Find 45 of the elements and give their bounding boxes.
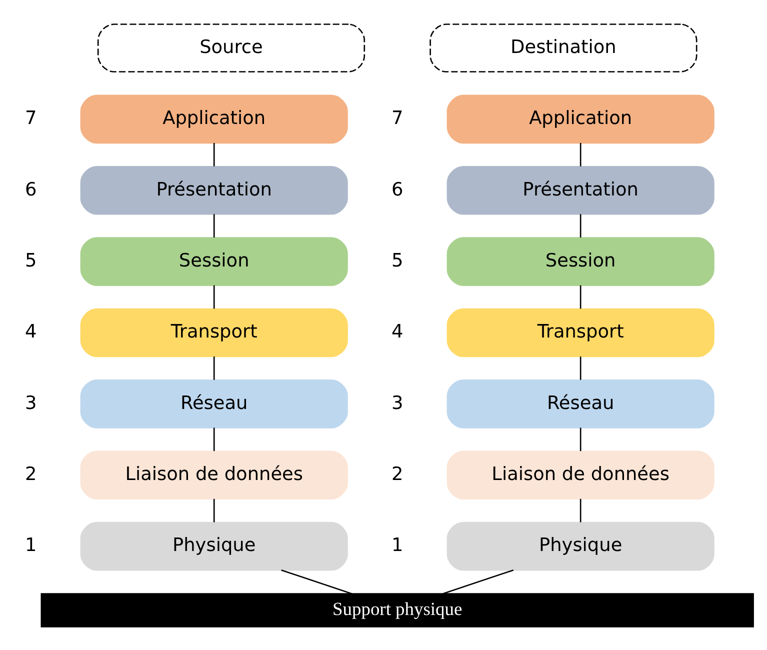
connector — [213, 142, 215, 166]
node-label: 4 — [391, 321, 404, 342]
node-box: Application — [446, 94, 714, 144]
node-box: Physique — [446, 521, 714, 570]
connector — [580, 356, 582, 380]
node-box: Destination — [430, 23, 698, 72]
connector — [213, 356, 215, 380]
connector — [580, 284, 582, 308]
node-label: 3 — [391, 392, 404, 414]
connector — [281, 568, 352, 594]
node-label: 6 — [24, 178, 37, 200]
node-label: 3 — [24, 392, 37, 414]
node-label: 5 — [24, 250, 37, 271]
node-box: Présentation — [446, 165, 714, 214]
node-label: 4 — [24, 321, 37, 342]
connector — [580, 214, 582, 238]
node-label: 1 — [391, 534, 404, 556]
connector — [213, 427, 215, 451]
node-box: Session — [446, 236, 714, 286]
node-label: 2 — [24, 464, 37, 484]
connector — [213, 214, 215, 238]
connector — [580, 427, 582, 451]
node-box: Liaison de données — [446, 450, 714, 500]
node-box: Réseau — [446, 379, 714, 428]
node-box: Physique — [80, 521, 348, 570]
connector — [580, 142, 582, 166]
node-label: 5 — [391, 250, 404, 271]
node-label: 7 — [24, 108, 37, 129]
node-box: Réseau — [80, 379, 348, 428]
node-label: 2 — [391, 464, 404, 484]
node-box: Source — [97, 23, 366, 72]
connector — [213, 284, 215, 308]
node-box: Support physique — [40, 592, 754, 627]
node-box: Application — [80, 94, 348, 144]
node-box: Transport — [446, 308, 714, 357]
connector — [442, 568, 514, 594]
connector — [580, 498, 582, 522]
node-box: Transport — [80, 308, 348, 357]
node-box: Présentation — [80, 165, 348, 214]
node-box: Session — [80, 236, 348, 286]
node-label: 6 — [391, 178, 404, 200]
connector — [213, 498, 215, 522]
node-label: 7 — [391, 108, 404, 129]
node-label: 1 — [24, 534, 37, 556]
node-box: Liaison de données — [80, 450, 348, 500]
